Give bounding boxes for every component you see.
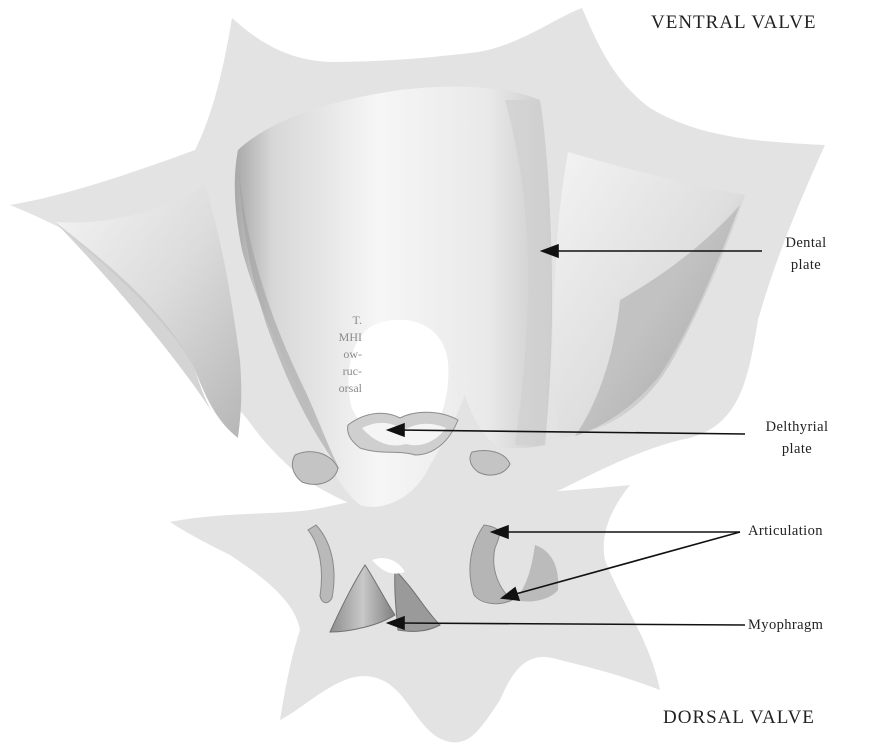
caption-line: ruc- — [306, 363, 362, 380]
label-dental-plate-line2: plate — [760, 254, 852, 276]
caption-line: T. — [306, 312, 362, 329]
caption-fragment: T. MHI ow- ruc- orsal — [306, 312, 362, 397]
label-delthyrial-plate-line2: plate — [742, 438, 852, 460]
label-dental-plate-line1: Dental — [760, 232, 852, 254]
caption-line: ow- — [306, 346, 362, 363]
caption-line: orsal — [306, 380, 362, 397]
label-myophragm: Myophragm — [748, 614, 878, 636]
label-delthyrial-plate: Delthyrial plate — [742, 416, 852, 460]
label-dental-plate: Dental plate — [760, 232, 852, 276]
caption-line: MHI — [306, 329, 362, 346]
label-articulation: Articulation — [748, 520, 878, 542]
dorsal-valve-title: DORSAL VALVE — [663, 707, 815, 729]
ventral-valve-title: VENTRAL VALVE — [651, 12, 817, 34]
label-delthyrial-plate-line1: Delthyrial — [742, 416, 852, 438]
